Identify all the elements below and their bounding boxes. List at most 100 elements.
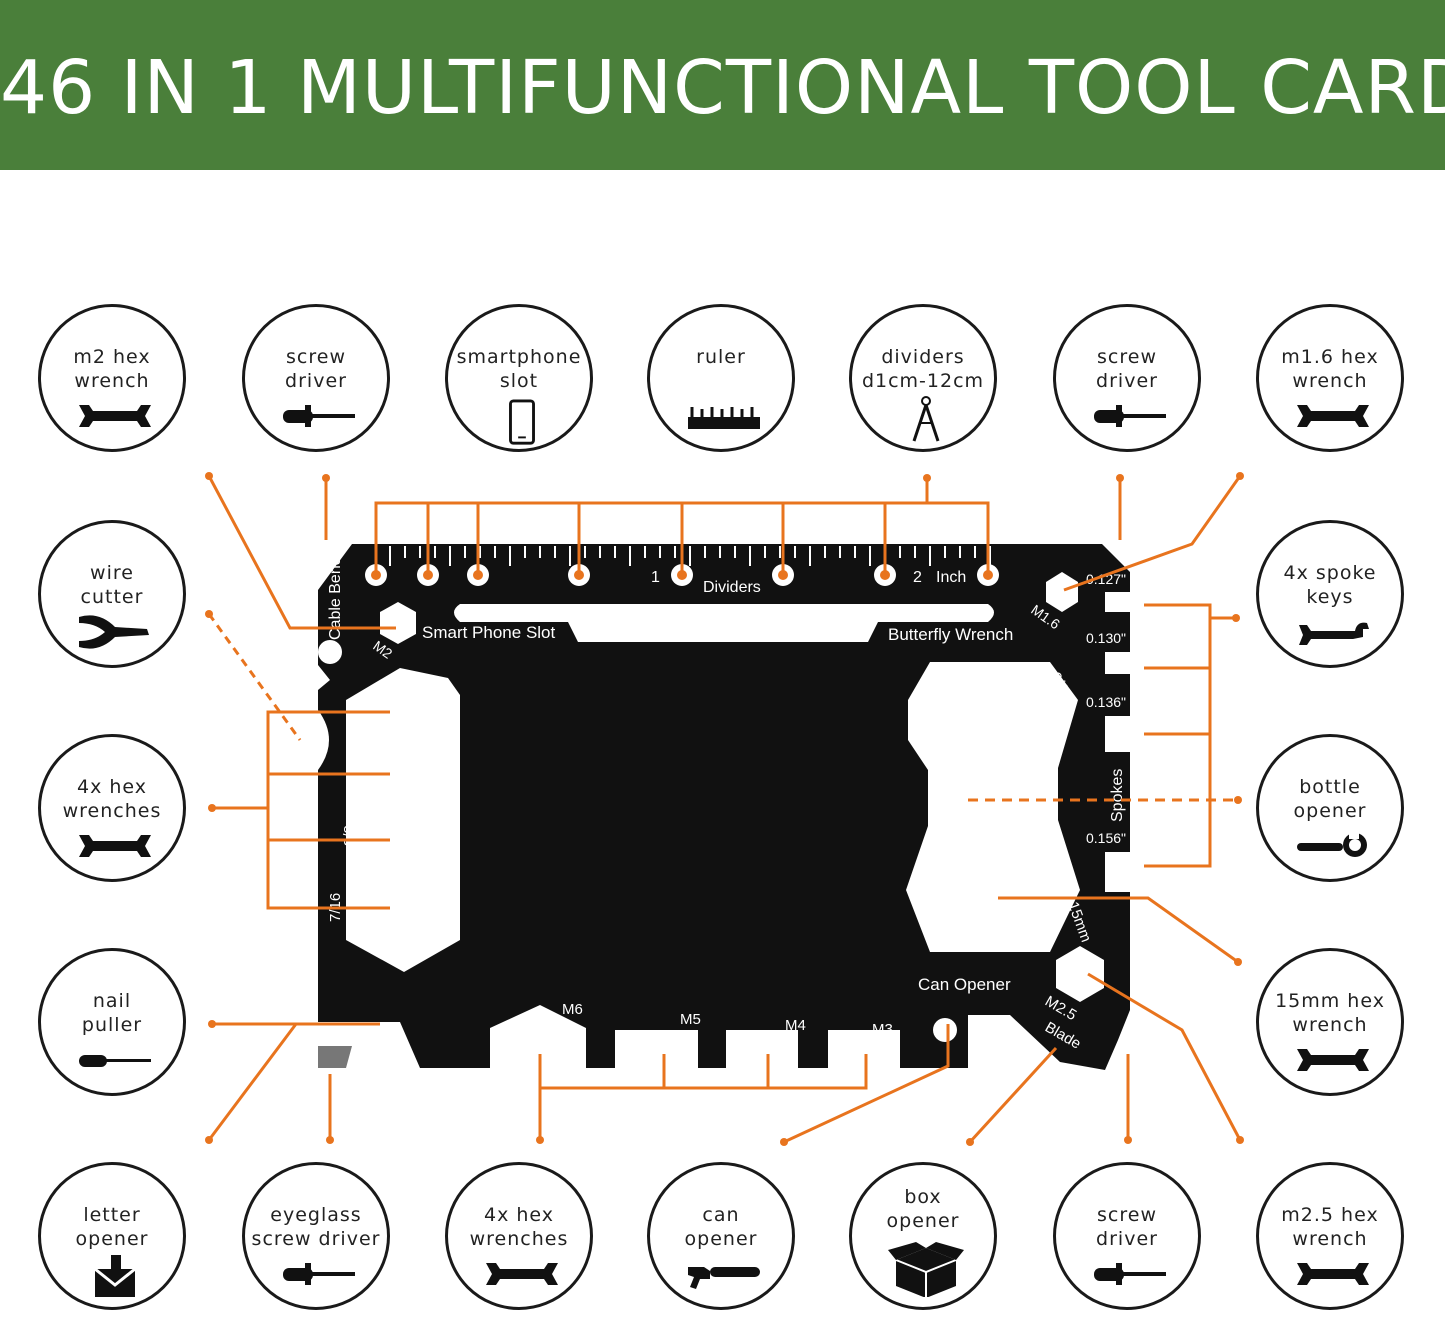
- leader-dot: [1232, 614, 1240, 622]
- leader-letter-opener: [207, 1023, 298, 1141]
- card-label-dividers: Dividers: [703, 579, 761, 596]
- ruler-ticks: [389, 546, 991, 566]
- tool-label-line2: driver: [1096, 370, 1158, 392]
- leader-m2-5-hex: [1087, 972, 1242, 1141]
- tool-label-line1: 4x spoke: [1283, 562, 1377, 584]
- card-label-spoke-0156: 0.156": [1086, 830, 1126, 846]
- wrench-icon: [79, 835, 151, 857]
- card-label-m4: M4: [785, 1017, 806, 1034]
- card-label-spoke-0127: 0.127": [1086, 571, 1126, 587]
- spoke-notch-2: [1105, 652, 1130, 674]
- butterfly-wrench-opening: [906, 662, 1080, 952]
- card-label-m3: M3: [872, 1021, 893, 1038]
- leader-m1-6-hex: [1063, 475, 1242, 592]
- tool-label-line2: opener: [886, 1210, 960, 1232]
- tool-label-line2: wrench: [1292, 1014, 1368, 1036]
- divider-holes: [365, 564, 999, 586]
- tool-label-line2: cutter: [80, 586, 144, 608]
- spoke-notch-3: [1105, 716, 1130, 752]
- leader-dot: [1234, 958, 1242, 966]
- tool-label-line1: screw: [286, 346, 346, 368]
- leader-dot: [780, 1138, 788, 1146]
- wrench-icon: [1297, 1263, 1369, 1285]
- leader-dot: [322, 474, 330, 482]
- leader-dots: [205, 472, 1244, 1146]
- tool-label-line2: opener: [75, 1228, 149, 1250]
- hex-wrench-opening-left: [346, 668, 460, 972]
- card-label-spokes: Spokes: [1109, 769, 1126, 822]
- tool-label-line1: letter: [83, 1204, 141, 1226]
- tool-label-line2: opener: [684, 1228, 758, 1250]
- leader-dot: [1236, 472, 1244, 480]
- tool-label-line2: screw driver: [251, 1228, 381, 1250]
- wrench-icon: [1297, 405, 1369, 427]
- tool-label-line2: driver: [1096, 1228, 1158, 1250]
- title-banner: 46 IN 1 MULTIFUNCTIONAL TOOL CARD: [0, 0, 1445, 170]
- leader-dot: [326, 1136, 334, 1144]
- tool-label-line1: smartphone: [456, 346, 582, 368]
- tool-label-line1: nail: [92, 990, 132, 1012]
- tool-label-line1: bottle: [1299, 776, 1361, 798]
- wire-cutter-notch: [318, 710, 329, 770]
- card-label-tick-2: 2: [913, 569, 922, 586]
- tool-label-line2: wrench: [74, 370, 150, 392]
- card-label-inch: Inch: [936, 569, 966, 586]
- m1-6-hex-hole: [1046, 572, 1078, 612]
- card-label-tick-1: 1: [651, 569, 660, 586]
- leader-lines: [207, 475, 1242, 1144]
- divider-hole-marker: [677, 570, 687, 580]
- spoke-notch-1: [1105, 592, 1130, 612]
- nail-puller-icon: [79, 1055, 151, 1067]
- tool-card: Smart Phone Slot Butterfly Wrench Divide…: [318, 541, 1130, 1070]
- card-label-smart-phone-slot: Smart Phone Slot: [422, 623, 556, 642]
- tool-circle-ruler: ruler: [647, 304, 795, 452]
- leader-m2-hex: [207, 475, 396, 630]
- card-label-butterfly-wrench: Butterfly Wrench: [888, 625, 1013, 644]
- box-icon: [888, 1242, 964, 1297]
- card-label-m5: M5: [680, 1011, 701, 1028]
- leader-box-opener: [968, 1046, 1058, 1144]
- can-opener-icon: [688, 1267, 760, 1289]
- screwdriver-icon: [283, 1263, 355, 1285]
- card-label-cable-bender: Cable Bender: [327, 541, 344, 640]
- tool-label-line2: opener: [1293, 800, 1367, 822]
- m2-5-hex-hole: [1056, 946, 1104, 1002]
- leader-dot: [1236, 1136, 1244, 1144]
- letter-opener-tip: [318, 1046, 352, 1068]
- card-label-can-opener: Can Opener: [918, 975, 1011, 994]
- screwdriver-icon: [283, 405, 355, 427]
- leader-dot: [208, 1020, 216, 1028]
- card-label-spoke-0136: 0.136": [1086, 694, 1126, 710]
- tool-label-line1: 15mm hex: [1275, 990, 1385, 1012]
- tool-label-line1: ruler: [696, 346, 746, 368]
- tool-label-line1: m2 hex: [73, 346, 151, 368]
- leader-dot: [536, 1136, 544, 1144]
- card-label-m6: M6: [562, 1001, 583, 1018]
- tool-label-line1: eyeglass: [270, 1204, 362, 1226]
- tool-label-line2: wrench: [1292, 1228, 1368, 1250]
- tool-label-line1: 4x hex: [483, 1204, 554, 1226]
- leader-dot: [966, 1138, 974, 1146]
